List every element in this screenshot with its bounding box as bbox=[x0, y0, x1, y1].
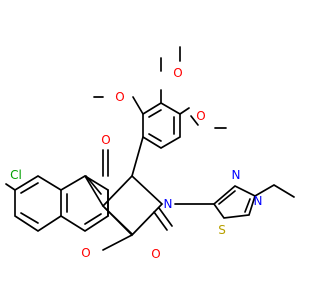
bond bbox=[101, 174, 164, 237]
bond bbox=[254, 184, 295, 198]
bond bbox=[212, 184, 257, 219]
bond bbox=[153, 211, 168, 231]
bond bbox=[84, 213, 102, 225]
atom-oxygen-lactam: O bbox=[151, 247, 160, 261]
bond bbox=[132, 96, 144, 115]
atom-oxygen-methoxy-right: O bbox=[196, 109, 205, 123]
bond bbox=[218, 190, 236, 205]
atom-oxygen-ketone: O bbox=[101, 133, 110, 147]
atom-nitrogen-pyrrole: N bbox=[164, 197, 173, 211]
atom-chlorine: Cl bbox=[10, 168, 22, 182]
bond bbox=[148, 133, 162, 142]
molecule-structure: O O O Cl O O O N N N S bbox=[5, 46, 295, 261]
bond bbox=[158, 207, 173, 227]
atom-oxygen-methoxy-top: O bbox=[173, 66, 182, 80]
bond bbox=[102, 234, 133, 251]
bond bbox=[179, 107, 190, 115]
bond bbox=[20, 182, 39, 194]
atom-oxygen-methoxy-left: O bbox=[115, 90, 124, 104]
bond bbox=[84, 175, 104, 207]
bond bbox=[14, 175, 62, 233]
atom-nitrogen-thiadiazole-2: N bbox=[254, 194, 263, 208]
atom-sulfur-thiadiazole: S bbox=[218, 223, 226, 237]
bond bbox=[244, 198, 251, 213]
bond bbox=[190, 115, 199, 126]
bond bbox=[148, 109, 162, 118]
bond bbox=[5, 183, 16, 191]
bond bbox=[20, 212, 39, 224]
atom-oxygen-ring: O bbox=[81, 246, 90, 260]
atom-nitrogen-thiadiazole-1: N bbox=[232, 168, 241, 182]
molecule-canvas: O O O Cl O O O N N N S bbox=[5, 46, 295, 261]
bond bbox=[104, 207, 133, 235]
bond bbox=[131, 136, 144, 177]
